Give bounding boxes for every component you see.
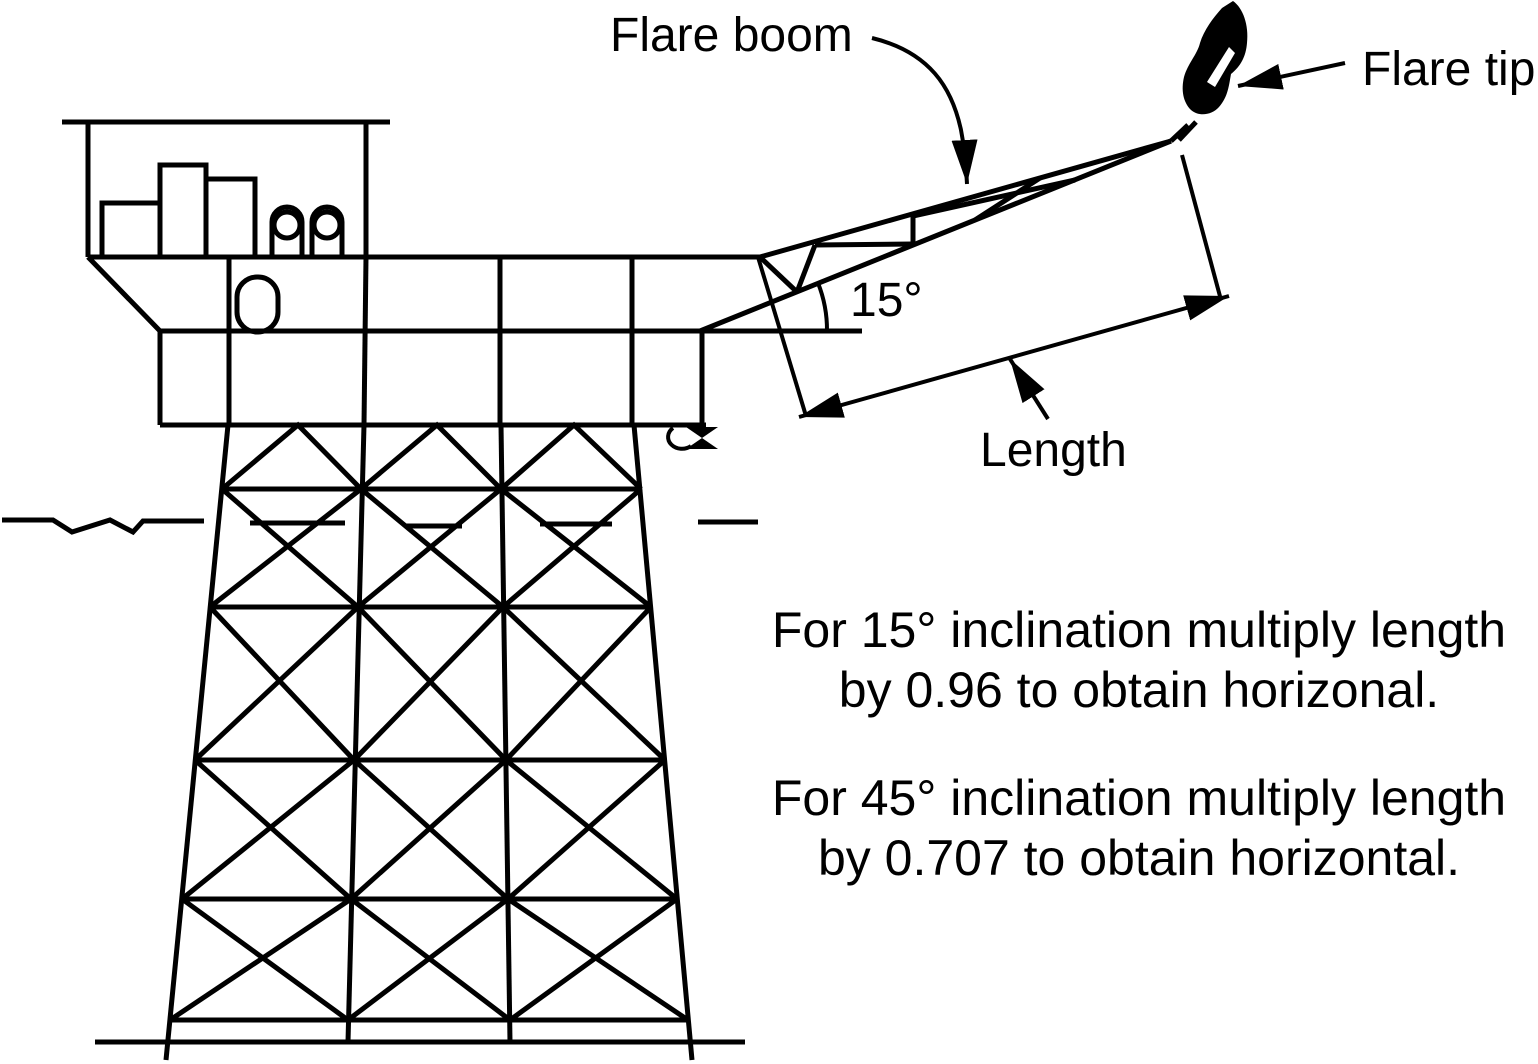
note-45-line2: by 0.707 to obtain horizontal.	[818, 830, 1460, 886]
note-45-line1: For 45° inclination multiply length	[772, 770, 1506, 826]
deck-tank-oval	[234, 274, 281, 335]
boom-tip-bend	[1169, 123, 1190, 143]
waterline	[2, 517, 758, 536]
deck-module-small	[99, 200, 163, 260]
jacket-pile-2	[498, 424, 513, 1043]
jacket-pile-1	[345, 424, 367, 1043]
length-dimension-line	[798, 294, 1230, 419]
jacket-leg-right	[631, 424, 695, 1061]
platform-topsides	[62, 119, 862, 451]
jacket-chevron-bracing	[220, 421, 643, 491]
underdeck-hook	[666, 426, 718, 451]
flame-body	[1182, 1, 1248, 115]
vent-stack-left	[269, 204, 305, 257]
dimension-annotations	[756, 36, 1346, 421]
angle-label: 15°	[850, 274, 923, 327]
deck-bevel	[86, 255, 162, 333]
vent-stack-right	[309, 204, 345, 257]
waterline-break	[2, 517, 204, 536]
boom-top-chord	[759, 138, 1172, 260]
flare-tip-label: Flare tip	[1362, 43, 1535, 96]
flame-highlight	[1207, 47, 1235, 87]
jacket-structure	[95, 421, 745, 1061]
note-15-line2: by 0.96 to obtain horizonal.	[839, 662, 1439, 718]
flame	[1182, 1, 1248, 115]
conversion-notes: For 15° inclination multiply length by 0…	[772, 602, 1506, 886]
length-leader-arrow	[1008, 357, 1050, 421]
boom-bottom-chord	[699, 138, 1172, 334]
diagram-labels: Flare boom Flare tip 15° Length	[610, 9, 1535, 477]
note-15-line1: For 15° inclination multiply length	[772, 602, 1506, 658]
length-label: Length	[980, 424, 1127, 477]
angle-arc	[816, 282, 830, 332]
deck-module-tall	[157, 162, 209, 260]
jacket-leg-left	[163, 424, 231, 1061]
extension-line-left	[756, 256, 808, 417]
extension-line-right	[1180, 154, 1223, 301]
flare-boom-truss	[699, 120, 1198, 334]
flare-boom-leader-arrow	[871, 36, 978, 185]
flare-boom-label: Flare boom	[610, 9, 853, 62]
flare-nozzle	[1177, 120, 1198, 142]
deck-module-medium	[203, 176, 258, 260]
jacket-x-bracing	[168, 487, 690, 1023]
deck-divider-2	[361, 256, 369, 426]
flare-tip-leader-arrow	[1237, 61, 1346, 90]
